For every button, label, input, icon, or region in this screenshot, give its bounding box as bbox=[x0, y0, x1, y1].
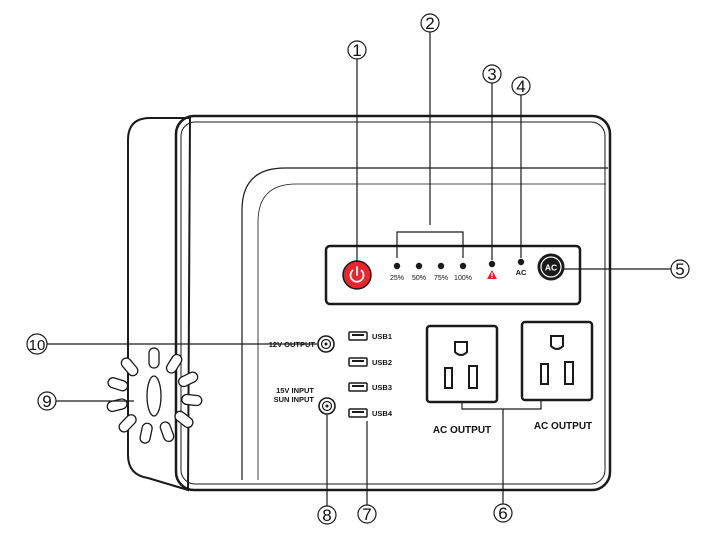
label-ac-output-left: AC OUTPUT bbox=[433, 425, 491, 436]
ac-outlet-left bbox=[425, 324, 499, 404]
svg-text:8: 8 bbox=[322, 506, 331, 525]
svg-text:10: 10 bbox=[29, 337, 46, 354]
label-ac-output-right: AC OUTPUT bbox=[534, 421, 592, 432]
callout-3: 3 bbox=[482, 64, 502, 84]
front-panel-inner bbox=[180, 121, 606, 485]
label-usb4: USB4 bbox=[372, 409, 393, 418]
led-50 bbox=[415, 262, 423, 270]
svg-text:4: 4 bbox=[516, 77, 525, 96]
inner-step-shadow bbox=[257, 183, 606, 480]
callout-1: 1 bbox=[347, 40, 367, 60]
label-usb1: USB1 bbox=[372, 332, 392, 341]
side-vent bbox=[106, 347, 203, 444]
leader-lines bbox=[47, 32, 671, 506]
label-75: 75% bbox=[434, 275, 448, 282]
label-15v-input: 15V INPUT bbox=[276, 386, 314, 395]
warning-icon bbox=[487, 270, 497, 279]
callout-8: 8 bbox=[317, 505, 337, 525]
label-25: 25% bbox=[390, 275, 404, 282]
callout-5: 5 bbox=[670, 259, 690, 279]
device-body bbox=[127, 114, 612, 492]
callout-10: 10 bbox=[26, 333, 48, 355]
inner-step bbox=[241, 167, 608, 480]
dc-12v-output-port bbox=[317, 335, 335, 353]
callout-2: 2 bbox=[420, 13, 440, 33]
led-warning bbox=[488, 260, 496, 268]
svg-text:7: 7 bbox=[362, 505, 371, 524]
label-ac: AC bbox=[516, 268, 527, 277]
callout-9: 9 bbox=[37, 391, 57, 411]
svg-text:5: 5 bbox=[675, 260, 684, 279]
ac-button[interactable]: AC bbox=[537, 253, 565, 281]
power-button[interactable] bbox=[342, 260, 372, 290]
ac-button-label: AC bbox=[545, 263, 557, 273]
dc-15v-input-port bbox=[318, 397, 336, 415]
usb-ports bbox=[348, 331, 368, 418]
svg-text:9: 9 bbox=[42, 392, 51, 411]
svg-text:6: 6 bbox=[498, 504, 507, 523]
side-panel bbox=[127, 117, 192, 492]
leader-6 bbox=[461, 400, 542, 504]
led-100 bbox=[459, 262, 467, 270]
callout-4: 4 bbox=[511, 76, 531, 96]
power-icon bbox=[349, 266, 365, 283]
label-usb3: USB3 bbox=[372, 383, 392, 392]
callout-7: 7 bbox=[357, 504, 377, 524]
callout-6: 6 bbox=[493, 503, 513, 523]
ac-outlet-right bbox=[520, 320, 594, 402]
led-ac bbox=[517, 258, 525, 266]
control-panel: 25% 50% 75% 100% AC AC bbox=[324, 244, 582, 306]
led-25 bbox=[393, 262, 401, 270]
label-50: 50% bbox=[412, 275, 426, 282]
front-panel-outer bbox=[174, 114, 612, 492]
label-usb2: USB2 bbox=[372, 358, 392, 367]
svg-text:2: 2 bbox=[425, 14, 434, 33]
label-sun-input: SUN INPUT bbox=[274, 395, 315, 404]
svg-text:3: 3 bbox=[487, 65, 496, 84]
usb-port-inner-bars bbox=[352, 334, 364, 413]
svg-text:1: 1 bbox=[352, 41, 361, 60]
label-100: 100% bbox=[454, 275, 472, 282]
leader-2 bbox=[396, 32, 464, 258]
led-75 bbox=[437, 262, 445, 270]
